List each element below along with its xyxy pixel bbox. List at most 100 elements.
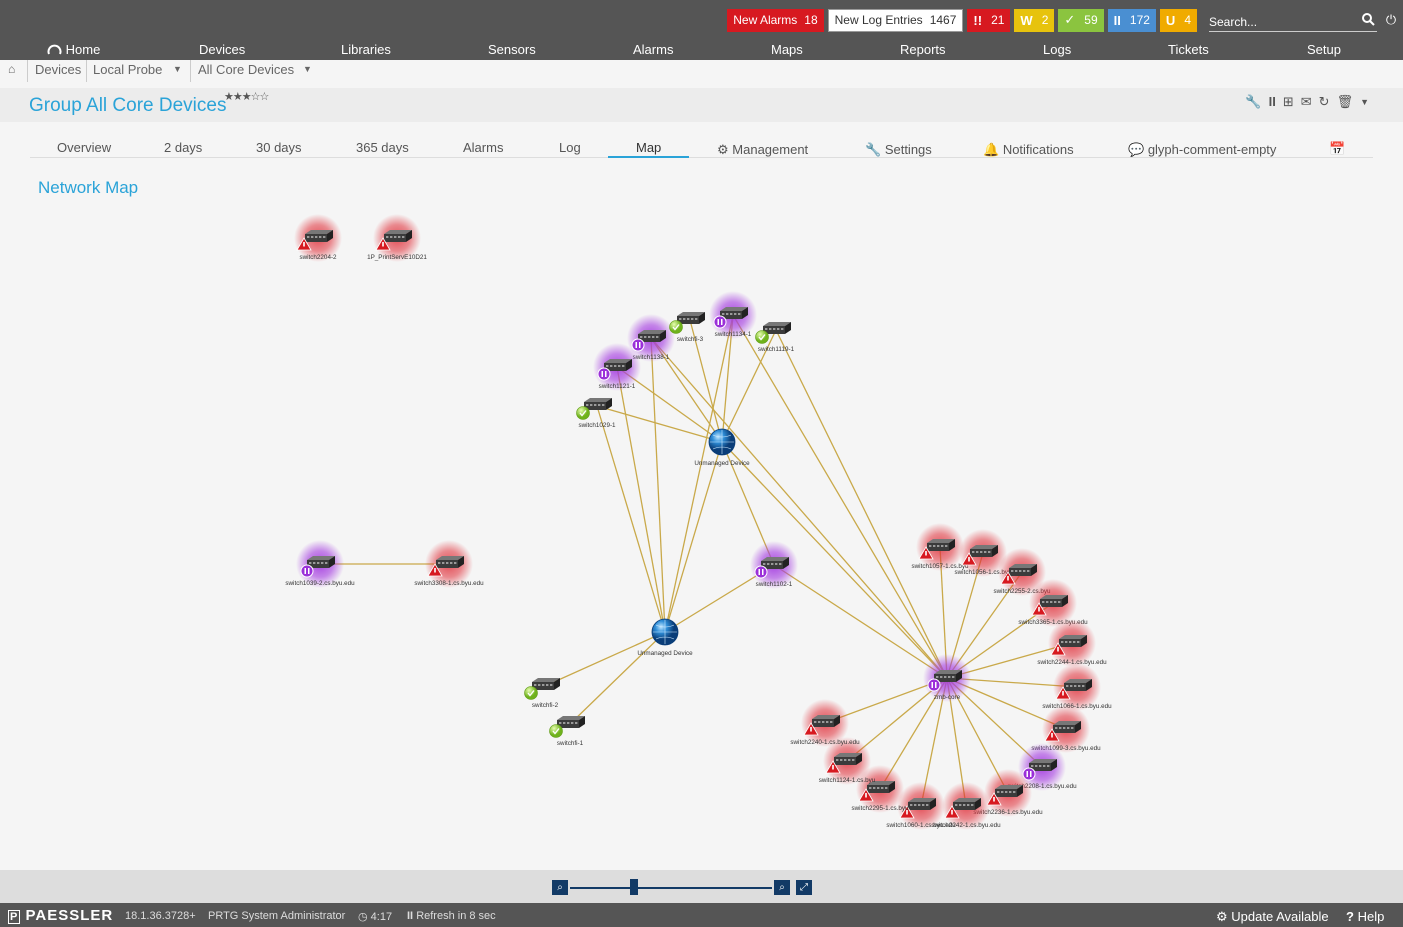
pause-icon[interactable]: II xyxy=(1268,94,1276,109)
up-sensors-badge[interactable]: ✓ 59 xyxy=(1058,8,1104,32)
map-node-r2[interactable]: switch1056-1.cs.byu xyxy=(954,529,1012,577)
tab-comments-label: glyph-comment-empty xyxy=(1147,142,1277,157)
fullscreen-icon[interactable]: ⤢ xyxy=(796,880,812,895)
tab-2-days[interactable]: 2 days xyxy=(164,140,203,155)
map-node-s1029[interactable]: switch1029-1 xyxy=(576,398,617,429)
tab-30-days[interactable]: 30 days xyxy=(256,140,302,155)
current-user[interactable]: PRTG System Administrator xyxy=(208,910,346,922)
nav-devices[interactable]: Devices xyxy=(199,42,246,57)
map-node-r11[interactable]: switch1060-1.cs.byu.edu xyxy=(886,782,956,830)
nav-alarms[interactable]: Alarms xyxy=(633,42,674,57)
tab-365-days[interactable]: 365 days xyxy=(356,140,409,155)
map-node-r1[interactable]: switch1057-1.cs.byu xyxy=(911,523,969,571)
map-node-r7[interactable]: switch1099-3.cs.byu.edu xyxy=(1031,705,1101,753)
priority-stars[interactable]: ★★★☆☆ xyxy=(224,91,269,103)
map-node-s1134[interactable]: switch1134-1 xyxy=(709,291,757,339)
map-node-ps[interactable]: 1P_PrintServE10D21 xyxy=(367,214,427,262)
tab-settings[interactable]: 🔧 Settings xyxy=(865,142,932,158)
map-node-sf2[interactable]: switchfi-2 xyxy=(524,678,561,709)
check-badge-icon xyxy=(755,330,769,344)
help-link[interactable]: ? Help xyxy=(1346,909,1384,924)
search-icon[interactable] xyxy=(1362,13,1375,26)
map-node-r14[interactable]: switch2240-1.cs.byu.edu xyxy=(790,699,860,747)
home-icon[interactable]: ⌂ xyxy=(8,62,16,76)
refresh-status[interactable]: II Refresh in 8 sec xyxy=(407,910,496,922)
map-node-r3[interactable]: switch2255-2.cs.byu xyxy=(993,548,1051,596)
map-node-s2204[interactable]: switch2204-2 xyxy=(294,214,342,262)
wrench-icon[interactable]: 🔧 xyxy=(1245,94,1262,109)
paused-sensors-badge[interactable]: II 172 xyxy=(1107,8,1156,32)
nav-home[interactable]: Home xyxy=(47,42,100,57)
trash-icon[interactable]: 🗑 xyxy=(1336,94,1354,109)
map-node-label: Unmanaged Device xyxy=(637,650,693,657)
map-node-r13[interactable]: switch1124-1.cs.byu xyxy=(819,737,876,785)
map-node-label: switch1066-1.cs.byu.edu xyxy=(1042,703,1112,710)
switch-icon xyxy=(995,785,1023,797)
map-node-sf3[interactable]: switchfi-3 xyxy=(669,312,706,343)
nav-setup[interactable]: Setup xyxy=(1307,42,1341,57)
nav-libraries[interactable]: Libraries xyxy=(341,42,391,57)
power-icon[interactable]: ⏻ xyxy=(1385,12,1397,27)
switch-icon xyxy=(1059,635,1087,647)
chevron-down-icon[interactable]: ▼ xyxy=(173,64,182,74)
map-node-label: switch3365-1.cs.byu.edu xyxy=(1018,619,1088,626)
alert-triangle-icon xyxy=(961,552,977,566)
map-node-s1102[interactable]: switch1102-1 xyxy=(750,541,798,589)
map-node-sf1[interactable]: switchfi-1 xyxy=(549,716,586,747)
update-available-link[interactable]: ⚙ Update Available xyxy=(1216,909,1329,925)
tab-alarms[interactable]: Alarms xyxy=(463,140,504,155)
breadcrumb-local-probe[interactable]: Local Probe xyxy=(93,62,163,77)
zoom-track[interactable] xyxy=(570,887,772,889)
tab-notifications[interactable]: 🔔 Notifications xyxy=(983,142,1074,158)
network-map[interactable]: switch2204-2 1P_PrintServE10D21 switch1138… xyxy=(0,195,1403,865)
map-link xyxy=(596,405,723,443)
map-node-r12[interactable]: switch2295-1.cs.byu xyxy=(851,765,909,813)
map-node-r10[interactable]: switch2242-1.cs.byu.edu xyxy=(931,782,1001,830)
down-sensors-badge[interactable]: !! 21 xyxy=(967,8,1011,32)
map-node-r9[interactable]: switch2236-1.cs.byu.edu xyxy=(973,769,1043,817)
chevron-down-icon[interactable]: ▼ xyxy=(1360,97,1369,107)
map-node-r6[interactable]: switch1066-1.cs.byu.edu xyxy=(1042,663,1112,711)
search-input[interactable]: Search... xyxy=(1209,8,1377,32)
map-node-s1119[interactable]: switch1119-1 xyxy=(755,322,795,353)
tab-comments[interactable]: 💬 glyph-comment-empty xyxy=(1128,142,1276,158)
nav-reports[interactable]: Reports xyxy=(900,42,946,57)
tab-overview[interactable]: Overview xyxy=(57,140,112,155)
add-device-icon[interactable]: ⊞ xyxy=(1282,94,1294,109)
warning-sensors-badge[interactable]: W 2 xyxy=(1014,8,1055,32)
map-node-s1121[interactable]: switch1121-1 xyxy=(593,343,641,391)
zoom-in-icon[interactable]: ⌕ xyxy=(774,880,790,895)
tab-management[interactable]: ⚙ Management xyxy=(717,142,808,158)
nav-logs[interactable]: Logs xyxy=(1043,42,1072,57)
map-node-u2[interactable]: Unmanaged Device xyxy=(637,618,693,657)
zoom-out-icon[interactable]: ⌕ xyxy=(552,880,568,895)
tab-log[interactable]: Log xyxy=(559,140,581,155)
refresh-icon[interactable]: ↻ xyxy=(1318,94,1330,109)
map-node-s1039[interactable]: switch1039-2.cs.byu.edu xyxy=(285,540,355,588)
unusual-count: 4 xyxy=(1184,13,1191,27)
map-link xyxy=(650,337,948,679)
nav-maps[interactable]: Maps xyxy=(771,42,803,57)
zoom-slider-handle[interactable] xyxy=(630,879,638,895)
map-node-label: switch2295-1.cs.byu xyxy=(851,805,909,812)
new-alarms-badge[interactable]: New Alarms 18 xyxy=(727,8,824,32)
map-node-u1[interactable]: Unmanaged Device xyxy=(694,428,750,467)
map-node-s1138[interactable]: switch1138-1 xyxy=(627,314,675,362)
paessler-logo[interactable]: P PAESSLER xyxy=(8,907,113,924)
tab-map[interactable]: Map xyxy=(636,140,662,155)
nav-sensors[interactable]: Sensors xyxy=(488,42,536,57)
unusual-sensors-badge[interactable]: U 4 xyxy=(1159,8,1197,32)
map-node-r4[interactable]: switch3365-1.cs.byu.edu xyxy=(1018,579,1088,627)
envelope-icon[interactable]: ✉ xyxy=(1300,94,1312,109)
alert-triangle-icon xyxy=(825,760,841,774)
chevron-down-icon[interactable]: ▼ xyxy=(303,64,312,74)
map-node-r5[interactable]: switch2244-1.cs.byu.edu xyxy=(1037,619,1107,667)
map-node-r8[interactable]: switch2208-1.cs.byu.edu xyxy=(1007,743,1077,791)
calendar-icon[interactable]: 📅 xyxy=(1329,141,1346,156)
map-node-core[interactable]: zmb-core xyxy=(923,654,971,702)
new-log-entries-badge[interactable]: New Log Entries 1467 xyxy=(827,8,964,32)
map-node-s3308[interactable]: switch3308-1.cs.byu.edu xyxy=(414,540,484,588)
nav-tickets[interactable]: Tickets xyxy=(1168,42,1209,57)
breadcrumb-devices[interactable]: Devices xyxy=(35,62,82,77)
breadcrumb-all-core-devices[interactable]: All Core Devices xyxy=(198,62,295,77)
